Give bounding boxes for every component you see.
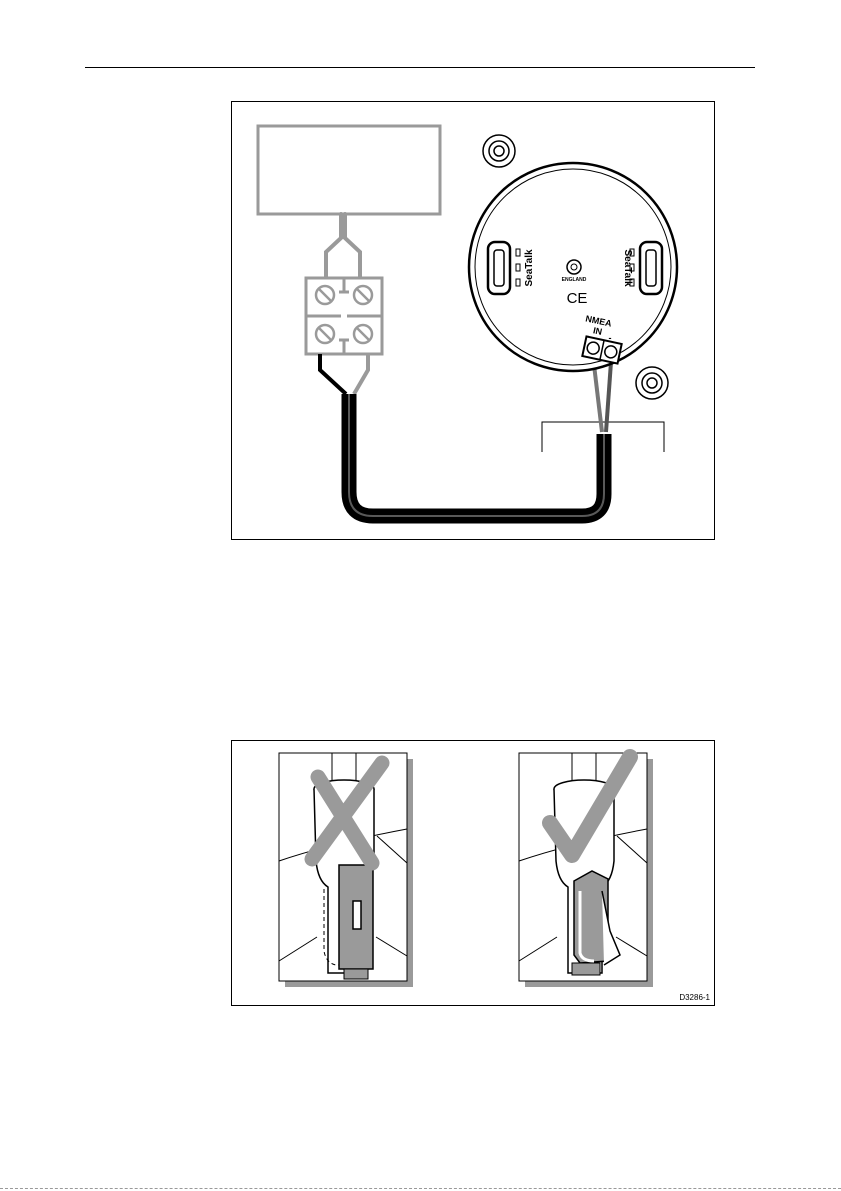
header-rule xyxy=(85,67,755,68)
main-cable xyxy=(349,394,604,516)
mounting-stud-bottom xyxy=(636,367,668,399)
black-wire-left xyxy=(320,354,346,394)
wrong-fitting-panel xyxy=(279,753,413,987)
grey-wire-left xyxy=(354,354,368,394)
nmea-device-box xyxy=(258,126,440,214)
mounting-stud-top xyxy=(483,135,515,167)
spade-drawing: D3286-1 xyxy=(232,741,714,1005)
ce-mark: CE xyxy=(567,290,588,307)
seatalk-right-label: SeaTalk xyxy=(622,249,633,286)
correct-fitting-panel xyxy=(519,753,653,987)
page-bottom-edge xyxy=(0,1188,841,1189)
drawing-ref: D3286-1 xyxy=(679,993,710,1002)
country-label: ENGLAND xyxy=(562,277,587,283)
wiring-drawing: SeaTalk SeaTalk ENGLAND CE NMEA IN + - xyxy=(232,102,714,539)
spade-connector-figure: D3286-1 xyxy=(231,740,715,1006)
device-cable xyxy=(326,214,360,282)
nmea-wiring-figure: SeaTalk SeaTalk ENGLAND CE NMEA IN + - xyxy=(231,101,715,540)
seatalk-left-label: SeaTalk xyxy=(524,249,535,286)
